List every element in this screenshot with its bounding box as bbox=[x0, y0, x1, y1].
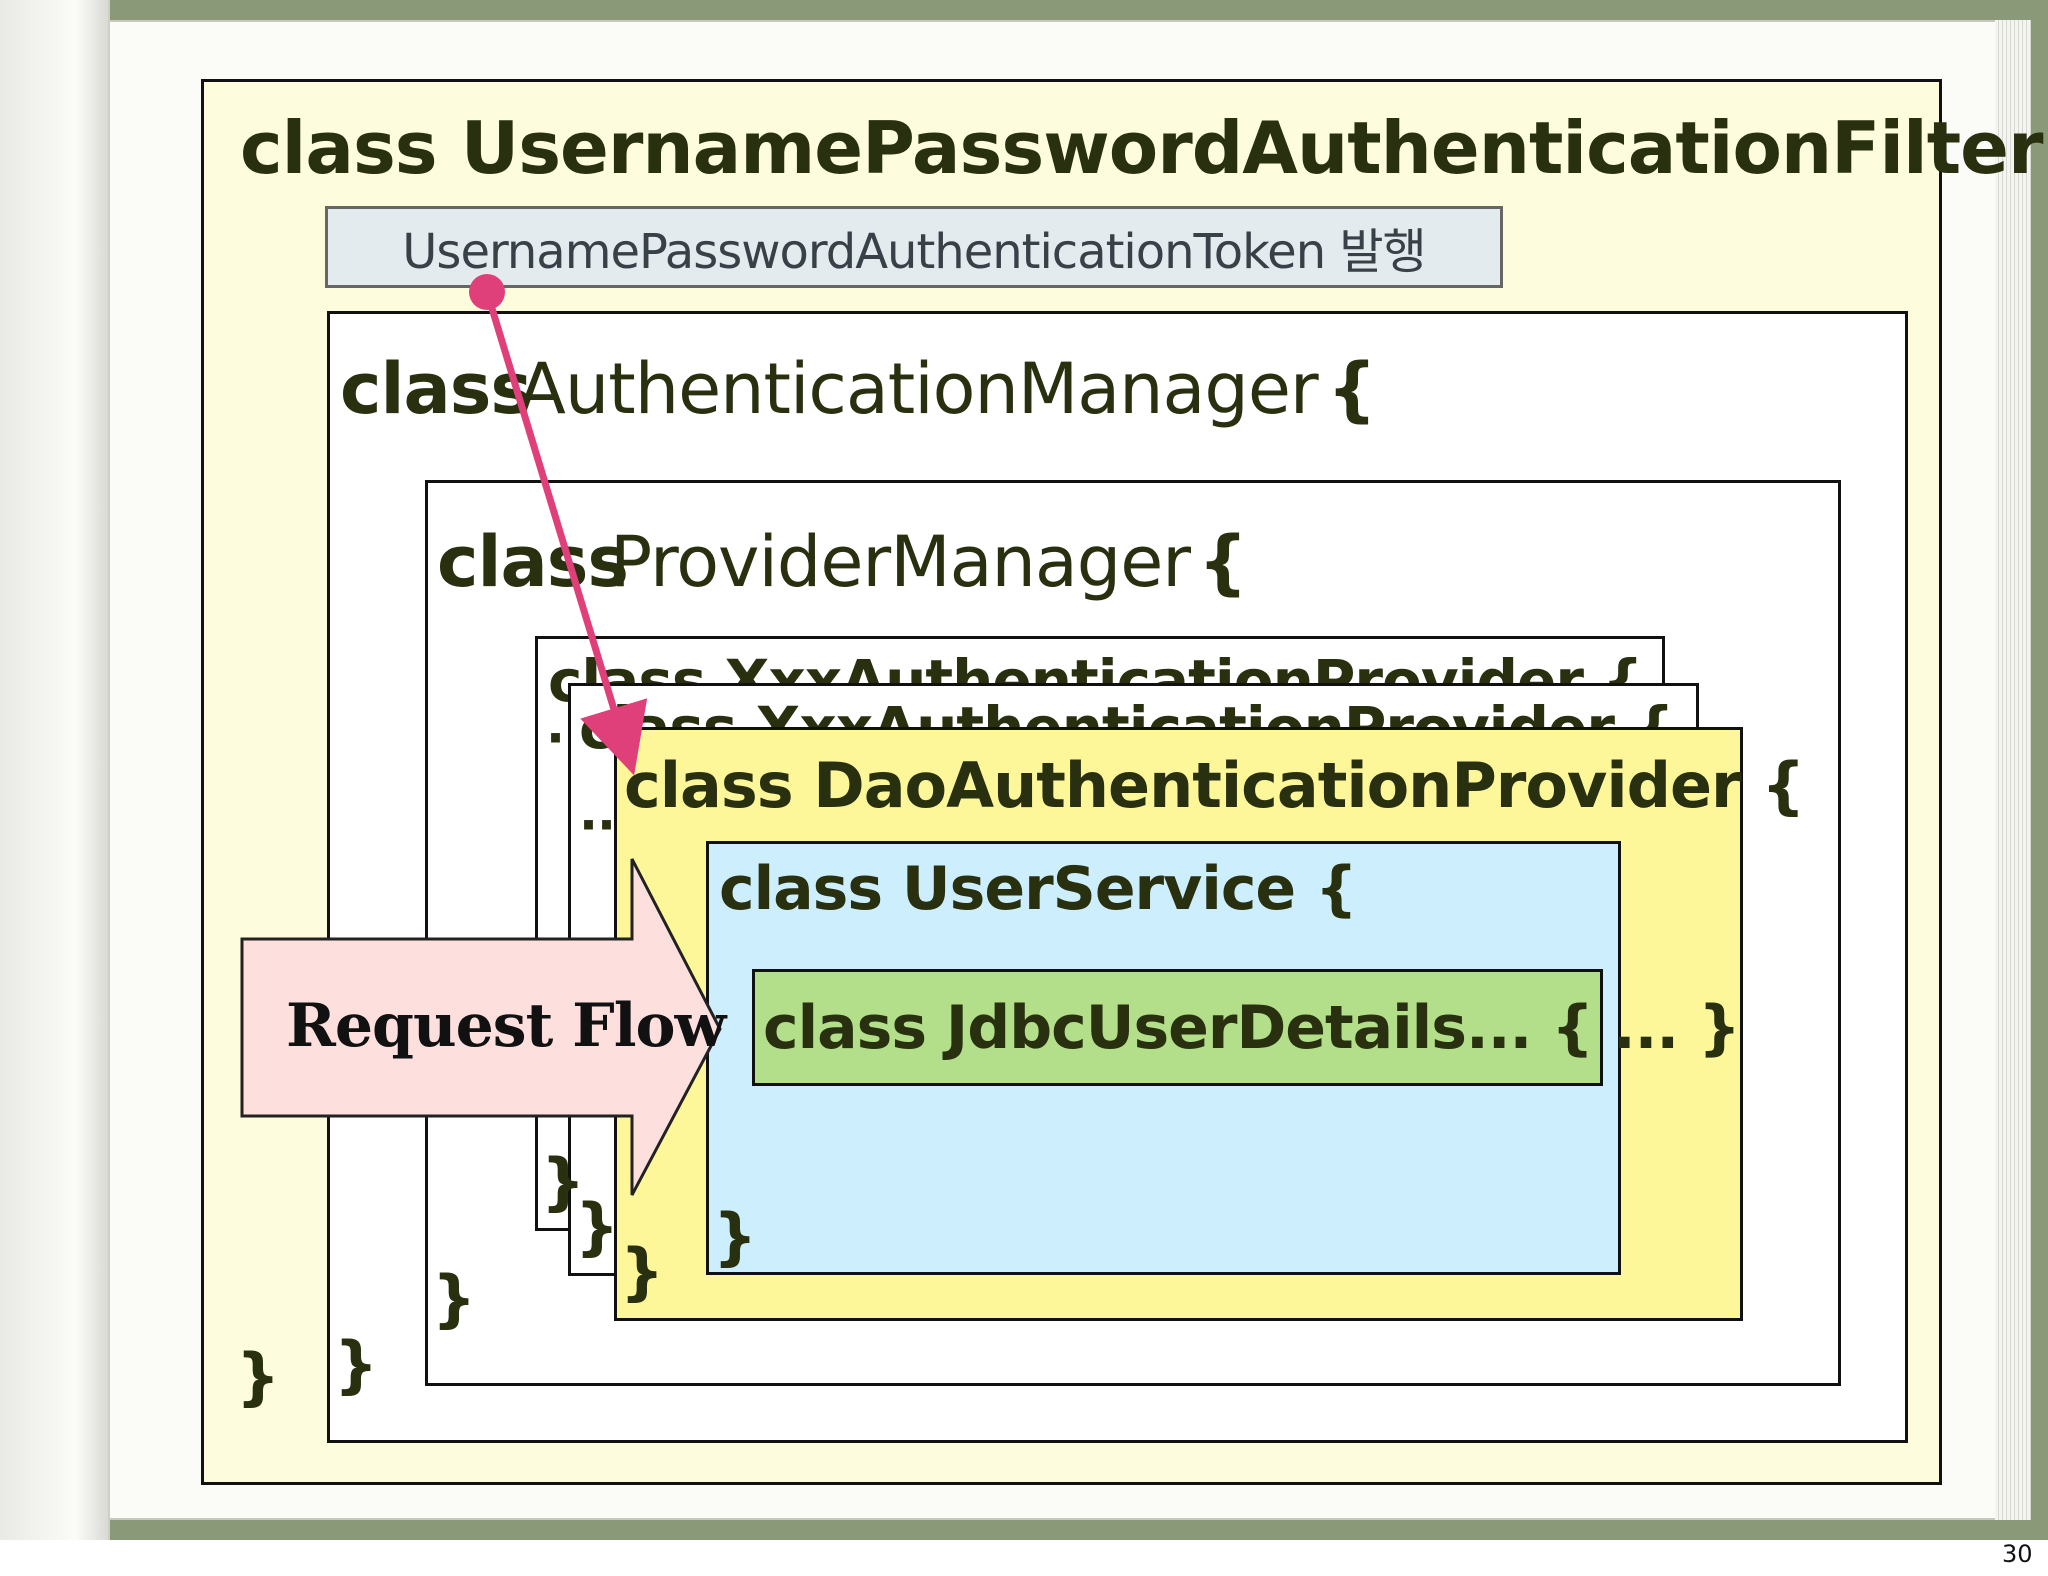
provider-manager-open-brace: { bbox=[1198, 521, 1248, 603]
provider-manager-keyword: class bbox=[437, 521, 629, 603]
user-service-close-brace: } bbox=[713, 1200, 758, 1273]
token-box: UsernamePasswordAuthenticationToken 발행 bbox=[325, 206, 1503, 288]
user-service-title: class UserService { bbox=[719, 854, 1358, 924]
page-number: 30 bbox=[2002, 1540, 2033, 1568]
authentication-manager-name: AuthenticationManager bbox=[518, 348, 1319, 430]
xxx-provider-close-brace-back: } bbox=[541, 1145, 586, 1218]
dao-provider-title: class DaoAuthenticationProvider { bbox=[624, 749, 1805, 822]
authentication-manager-close-brace: } bbox=[334, 1328, 379, 1401]
filter-close-brace: } bbox=[236, 1340, 281, 1413]
authentication-manager-keyword: class bbox=[340, 348, 532, 430]
filter-class-title: class UsernamePasswordAuthenticationFilt… bbox=[240, 106, 2048, 190]
dao-provider-close-brace: } bbox=[620, 1235, 665, 1308]
authentication-manager-open-brace: { bbox=[1327, 348, 1377, 430]
jdbc-user-details-title: class JdbcUserDetails... { ... } bbox=[763, 993, 1741, 1063]
request-flow-label: Request Flow bbox=[286, 991, 726, 1061]
page-curl bbox=[0, 0, 110, 1540]
xxx-provider-dots-back: · bbox=[546, 709, 565, 767]
token-label: UsernamePasswordAuthenticationToken 발행 bbox=[402, 224, 1426, 280]
request-flow-arrow bbox=[240, 858, 722, 1196]
jdbc-user-details-box bbox=[752, 969, 1603, 1086]
page-edge bbox=[1995, 20, 2031, 1520]
xxx-provider-close-brace-middle: } bbox=[575, 1190, 620, 1263]
provider-manager-close-brace: } bbox=[432, 1262, 477, 1335]
provider-manager-name: ProviderManager bbox=[610, 521, 1191, 603]
xxx-provider-dots-middle: ·· bbox=[579, 796, 616, 854]
